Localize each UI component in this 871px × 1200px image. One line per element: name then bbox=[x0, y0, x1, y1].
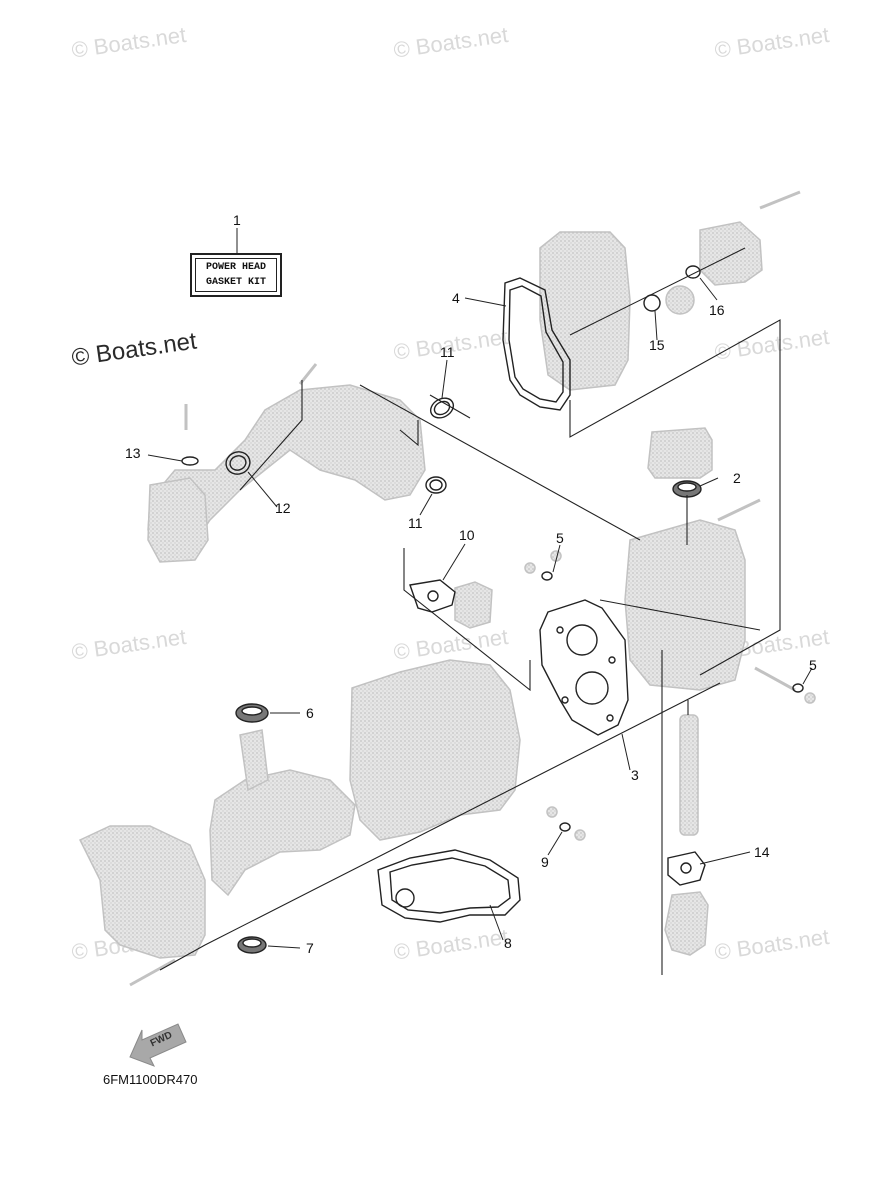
callout-2[interactable]: 2 bbox=[733, 470, 741, 486]
part-12-gasket bbox=[225, 451, 251, 475]
part-10-gasket bbox=[409, 579, 456, 613]
callout-5-right[interactable]: 5 bbox=[809, 657, 817, 673]
power-head-gasket-kit-label: POWER HEAD GASKET KIT bbox=[190, 253, 282, 297]
small-fitting bbox=[454, 581, 493, 629]
kit-label-line1: POWER HEAD bbox=[205, 262, 266, 273]
part-11-gasket-top bbox=[429, 397, 455, 419]
crankcase-block bbox=[349, 659, 521, 841]
kit-label-line2: GASKET KIT bbox=[205, 277, 266, 288]
assembly-lines bbox=[159, 247, 781, 975]
thermostat-part bbox=[665, 285, 695, 315]
part-9-oring bbox=[559, 822, 571, 832]
callout-10[interactable]: 10 bbox=[459, 527, 475, 543]
callout-12[interactable]: 12 bbox=[275, 500, 291, 516]
callout-11-bottom[interactable]: 11 bbox=[408, 515, 423, 531]
diagram-code: 6FM1100DR470 bbox=[103, 1072, 198, 1087]
cylinder-block-right bbox=[624, 519, 746, 691]
part-16-oring bbox=[685, 265, 701, 279]
leader-lines bbox=[147, 228, 813, 949]
head-cover bbox=[539, 231, 631, 391]
part-15-oring bbox=[643, 294, 661, 312]
callout-16[interactable]: 16 bbox=[709, 302, 725, 318]
part-13-oring bbox=[181, 456, 199, 466]
callout-11-top[interactable]: 11 bbox=[440, 344, 455, 360]
part-14-gasket bbox=[667, 851, 706, 886]
carburetor bbox=[147, 477, 209, 563]
water-cover bbox=[664, 891, 709, 956]
part-5-oring-top bbox=[541, 571, 553, 581]
camshaft bbox=[679, 714, 699, 836]
callout-6[interactable]: 6 bbox=[306, 705, 314, 721]
rotor bbox=[647, 427, 713, 479]
callout-3[interactable]: 3 bbox=[631, 767, 639, 783]
callout-13[interactable]: 13 bbox=[125, 445, 141, 461]
callout-8[interactable]: 8 bbox=[504, 935, 512, 951]
crankcase-cover bbox=[78, 825, 206, 959]
part-11-gasket-bottom bbox=[425, 476, 447, 494]
callout-1[interactable]: 1 bbox=[233, 212, 241, 228]
part-8-gasket bbox=[377, 849, 521, 923]
callout-9[interactable]: 9 bbox=[541, 854, 549, 870]
crankshaft-top bbox=[239, 729, 269, 792]
ghost-parts bbox=[78, 190, 816, 987]
callout-14[interactable]: 14 bbox=[754, 844, 770, 860]
fwd-arrow-icon bbox=[129, 1023, 187, 1067]
crankshaft bbox=[209, 769, 356, 897]
callout-7[interactable]: 7 bbox=[306, 940, 314, 956]
part-3-head-gasket bbox=[539, 599, 629, 736]
callout-5-top[interactable]: 5 bbox=[556, 530, 564, 546]
part-5-oring-right bbox=[792, 683, 804, 693]
callout-4[interactable]: 4 bbox=[452, 290, 460, 306]
callout-15[interactable]: 15 bbox=[649, 337, 665, 353]
thermostat-cover bbox=[699, 221, 763, 286]
part-4-gasket bbox=[502, 277, 571, 411]
